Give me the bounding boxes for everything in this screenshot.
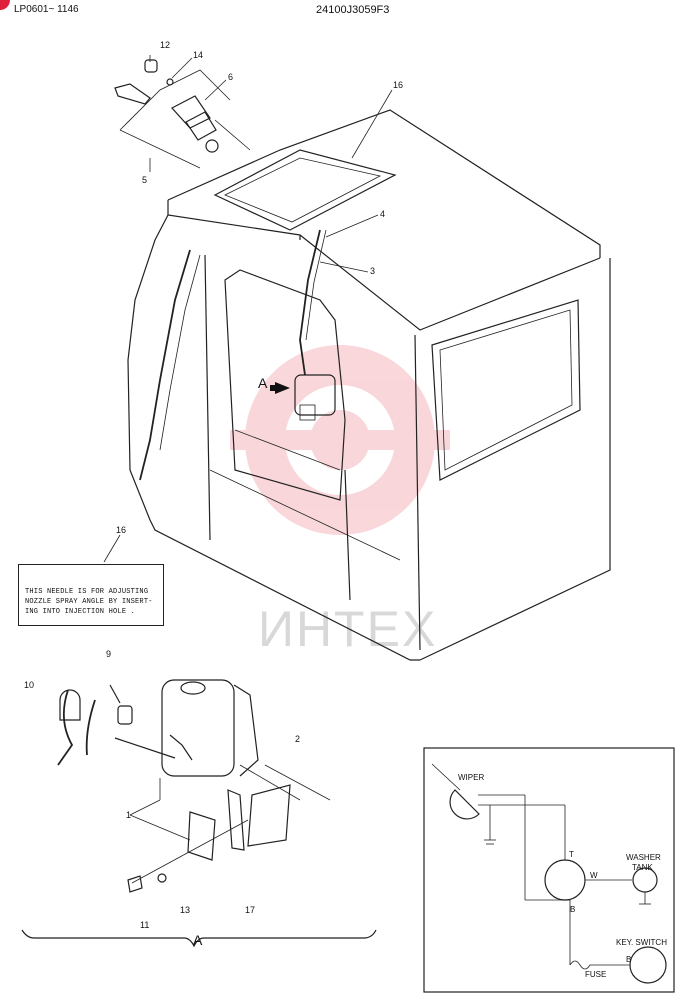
header-left-code: LP0601~ 1146 [14, 4, 79, 15]
callout-13: 13 [180, 905, 190, 915]
callout-4: 4 [380, 209, 385, 219]
note-line-1: THIS NEEDLE IS FOR ADJUSTING [25, 588, 149, 596]
watermark-text: ИНТЕХ [258, 601, 438, 657]
view-a-label: A [193, 932, 203, 948]
view-a-detail [21, 679, 377, 948]
terminal-w-label: W [590, 871, 598, 880]
callout-17: 17 [245, 905, 255, 915]
callout-2: 2 [295, 734, 300, 744]
corner-mark [0, 0, 10, 10]
wiring-washer-label-1: WASHER [626, 853, 661, 862]
note-line-3: ING INTO INJECTION HOLE . [25, 608, 136, 616]
wiring-fuse-label: FUSE [585, 970, 606, 979]
callout-11: 11 [140, 920, 149, 930]
terminal-t-label: T [569, 850, 574, 859]
terminal-b-label: B [570, 905, 575, 914]
leader-lines [103, 55, 393, 563]
needle-note-box: THIS NEEDLE IS FOR ADJUSTING NOZZLE SPRA… [18, 564, 164, 626]
callout-1: 1 [126, 810, 131, 820]
nozzle-parts [114, 59, 251, 169]
callout-12: 12 [160, 40, 170, 50]
callout-5: 5 [142, 175, 147, 185]
callout-3: 3 [370, 266, 375, 276]
terminal-b2-label: B [626, 955, 631, 964]
wiring-wiper-label: WIPER [458, 773, 484, 782]
callout-6: 6 [228, 72, 233, 82]
wiring-key-switch-label: KEY. SWITCH [616, 938, 667, 947]
wiring-diagram [423, 747, 675, 993]
callout-9: 9 [106, 649, 111, 659]
callout-14: 14 [193, 50, 203, 60]
note-line-2: NOZZLE SPRAY ANGLE BY INSERT- [25, 598, 153, 606]
view-a-marker: A [258, 375, 268, 391]
watermark-logo [230, 345, 450, 535]
callout-16-note: 16 [116, 525, 126, 535]
cab-body [127, 109, 611, 661]
callout-16-top: 16 [393, 80, 403, 90]
header-center-code: 24100J3059F3 [316, 4, 390, 16]
wiring-washer-label-2: TANK [632, 863, 653, 872]
callout-10: 10 [24, 680, 34, 690]
